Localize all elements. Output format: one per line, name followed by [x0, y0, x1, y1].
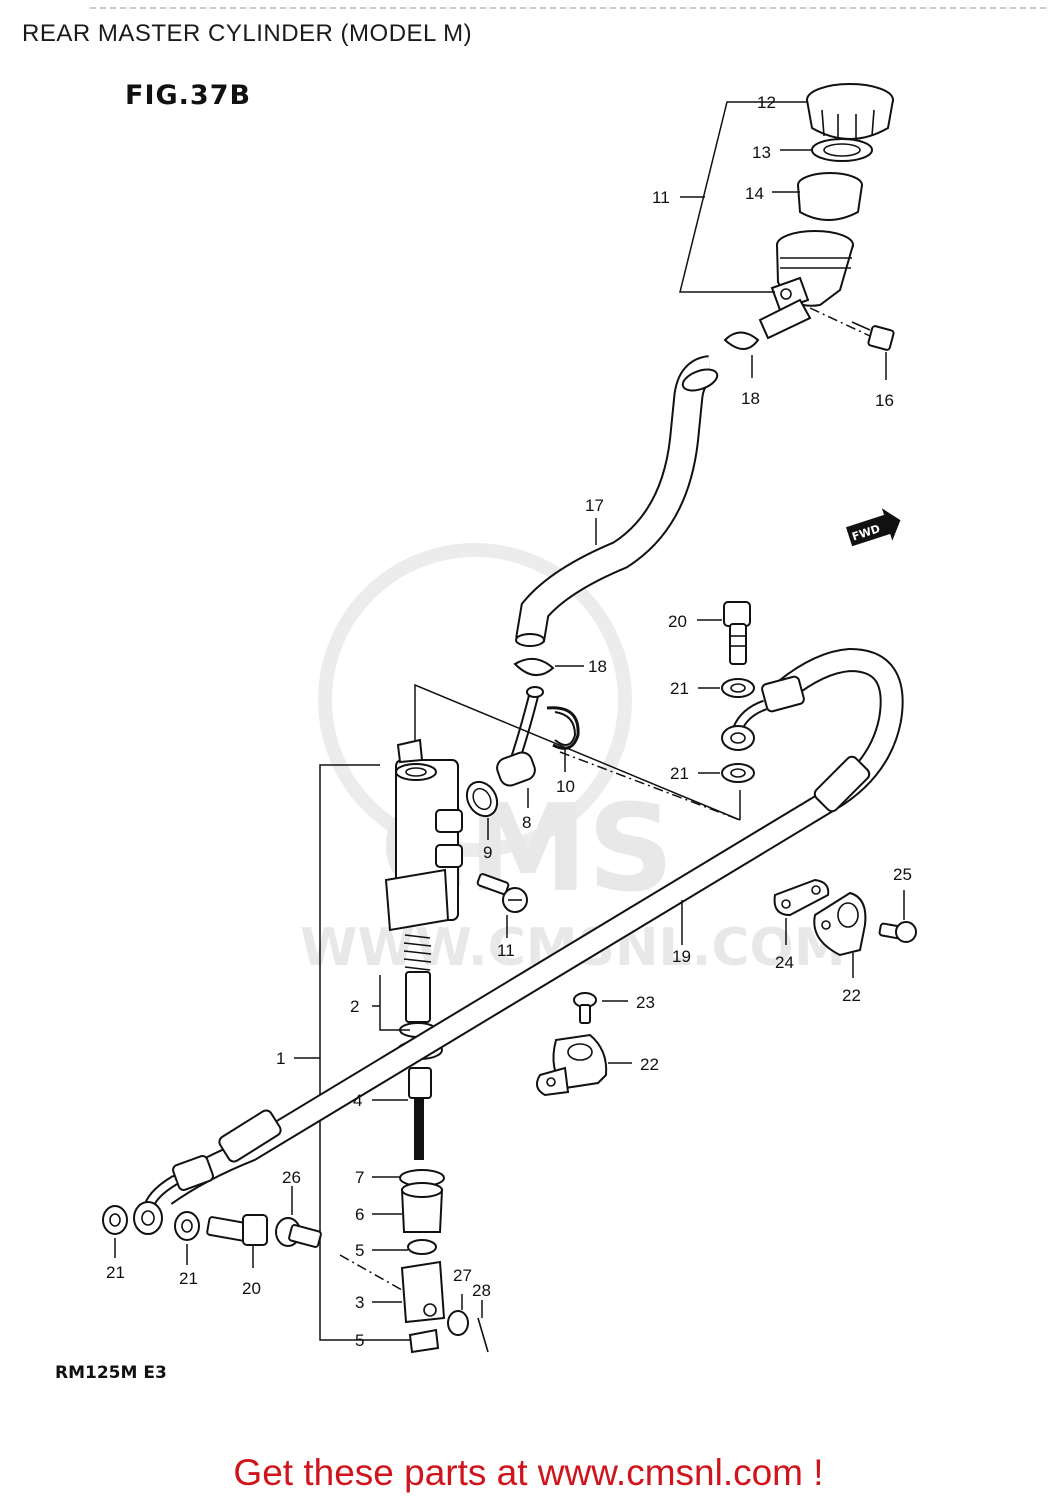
clamp-22-lower: [535, 1033, 608, 1097]
washer-21d: [721, 763, 755, 783]
promo-link[interactable]: Get these parts at www.cmsnl.com !: [233, 1452, 824, 1493]
callout-18-top: 18: [741, 389, 760, 408]
callout-4: 4: [353, 1091, 362, 1110]
callout-13: 12: [757, 93, 776, 112]
callouts: 12 13 14 11 18 16 17 20 18 21 21 10 8 9 …: [106, 93, 912, 1350]
callout-16: 16: [875, 391, 894, 410]
clamp-22-upper: [813, 891, 867, 957]
screw-25: [878, 921, 917, 943]
callout-27: 27: [453, 1266, 472, 1285]
callout-6: 6: [355, 1205, 364, 1224]
callout-21-a: 21: [670, 679, 689, 698]
callout-5-b: 5: [355, 1331, 364, 1350]
callout-10: 10: [556, 777, 575, 796]
model-code: RM125M E3: [55, 1363, 167, 1383]
reservoir-hose: [515, 355, 719, 647]
callout-18-mid: 18: [588, 657, 607, 676]
master-cylinder: [384, 738, 463, 932]
callout-21-c: 21: [106, 1263, 125, 1282]
callout-17: 17: [585, 496, 604, 515]
washer-21b: [174, 1211, 200, 1241]
callout-21-b: 21: [670, 764, 689, 783]
page-title: REAR MASTER CYLINDER (MODEL M): [22, 20, 473, 47]
callout-28: 28: [472, 1281, 491, 1300]
callout-3: 3: [355, 1293, 364, 1312]
washer-21a: [102, 1205, 128, 1235]
callout-25: 25: [893, 865, 912, 884]
callout-14: 13: [752, 143, 771, 162]
callout-23: 23: [636, 993, 655, 1012]
pin-26: [275, 1217, 322, 1248]
fwd-badge: FWD: [845, 508, 901, 547]
plate-24: [773, 878, 830, 917]
banjo-bolt-20a: [206, 1214, 268, 1246]
callout-5-a: 5: [355, 1241, 364, 1260]
callout-21-d: 21: [179, 1269, 198, 1288]
callout-2: 2: [350, 997, 359, 1016]
reservoir-assembly: [723, 83, 895, 351]
callout-8: 8: [522, 813, 531, 832]
callout-22-low: 22: [640, 1055, 659, 1074]
banjo-bolt-20b: [723, 601, 751, 665]
washer-21c: [721, 678, 755, 698]
screw-11: [476, 873, 528, 913]
watermark: CMS WWW.CMSNL.COM: [300, 543, 845, 978]
callout-24: 24: [775, 953, 794, 972]
callout-12: 11: [652, 188, 670, 207]
screw-23: [573, 992, 597, 1024]
figure-label: FIG.37B: [125, 80, 252, 111]
hose-clamp-lower: [513, 657, 555, 676]
callout-1: 1: [276, 1049, 285, 1068]
brake-hose: [133, 647, 904, 1235]
callout-19: 19: [672, 947, 691, 966]
callout-9: 9: [483, 843, 492, 862]
callout-7: 7: [355, 1168, 364, 1187]
callout-26: 26: [282, 1168, 301, 1187]
callout-22-top: 22: [842, 986, 861, 1005]
callout-15: 14: [745, 184, 764, 203]
callout-11: 11: [497, 941, 515, 960]
callout-20-low: 20: [242, 1279, 261, 1298]
callout-20-top: 20: [668, 612, 687, 631]
